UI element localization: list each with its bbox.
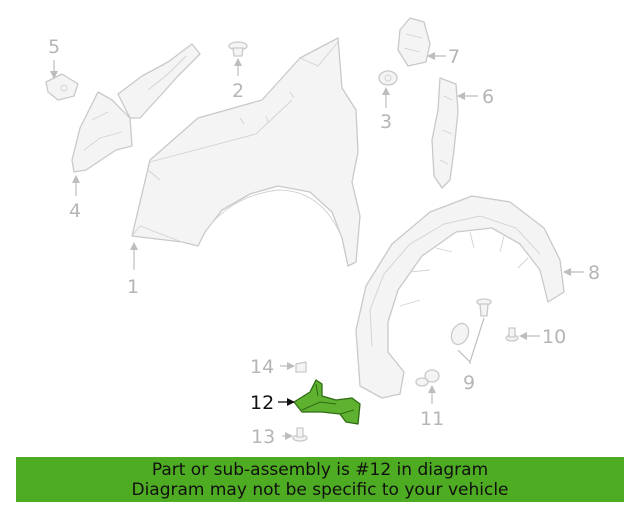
callout-10: 10 [542, 326, 566, 348]
screw-part-13[interactable] [292, 427, 308, 442]
callout-13: 13 [251, 426, 275, 448]
pin-part-2[interactable] [228, 41, 248, 57]
grommet-part-9[interactable] [448, 298, 492, 347]
callout-5: 5 [48, 36, 60, 58]
callout-1: 1 [127, 276, 139, 298]
callout-2: 2 [232, 80, 244, 102]
callout-9: 9 [463, 372, 475, 394]
fender-part-1[interactable] [131, 37, 361, 267]
fastener-part-11[interactable] [415, 369, 440, 387]
leader-lines [50, 52, 584, 440]
info-banner: Part or sub-assembly is #12 in diagram D… [16, 457, 624, 502]
banner-line-2: Diagram may not be specific to your vehi… [131, 480, 509, 500]
callout-8: 8 [588, 262, 600, 284]
banner-line-1: Part or sub-assembly is #12 in diagram [151, 460, 489, 480]
clip-part-3[interactable] [378, 70, 398, 86]
callout-7: 7 [448, 46, 460, 68]
bracket-part-4[interactable] [71, 43, 201, 173]
screw-part-10[interactable] [505, 327, 519, 342]
liner-part-8[interactable] [355, 195, 565, 399]
insulator-part-6[interactable] [431, 77, 459, 189]
callout-6: 6 [482, 86, 494, 108]
parts-diagram: 1 2 3 4 5 6 7 8 9 10 11 12 13 14 [45, 17, 600, 448]
clip-part-5[interactable] [45, 73, 79, 101]
callout-12: 12 [250, 392, 274, 414]
callout-4: 4 [69, 200, 81, 222]
callout-3: 3 [380, 111, 392, 133]
callout-11: 11 [420, 408, 444, 430]
callout-14: 14 [250, 356, 274, 378]
callouts: 1 2 3 4 5 6 7 8 9 10 11 12 13 14 [48, 36, 600, 448]
splash-shield-part-12[interactable] [293, 379, 361, 425]
clip-part-14[interactable] [295, 361, 307, 373]
bracket-part-7[interactable] [397, 17, 431, 67]
